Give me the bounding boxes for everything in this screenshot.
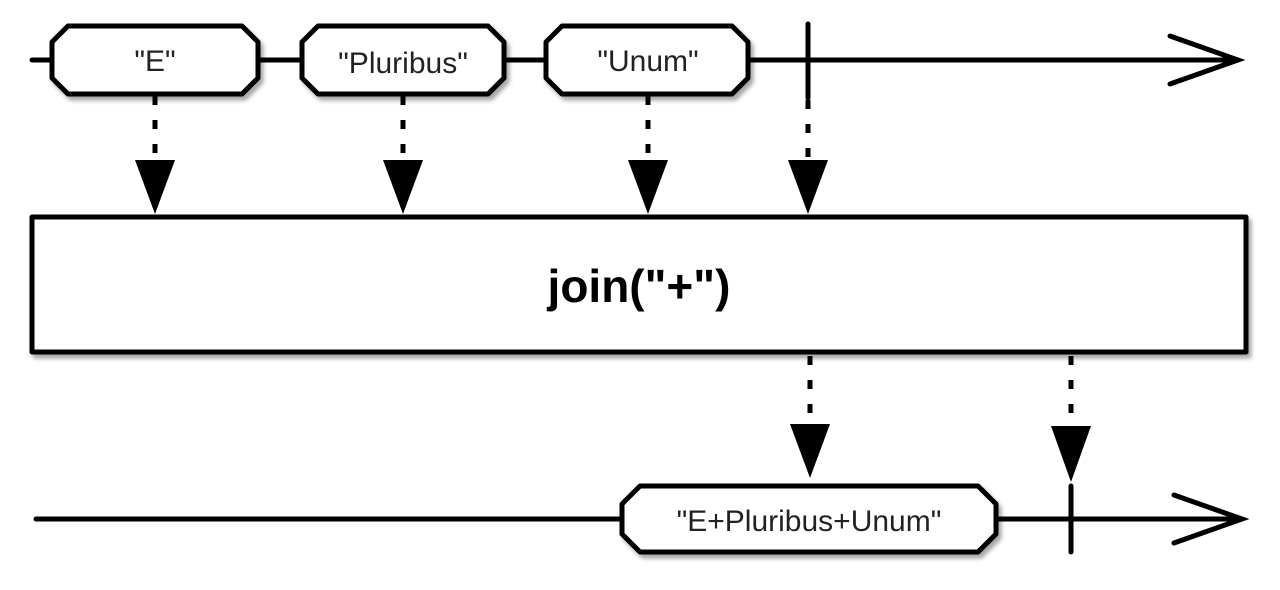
input-marble-shape: [543, 23, 751, 97]
input-marble-shape: [49, 23, 261, 97]
input-timeline: "E" "Pluribus" "Unum": [29, 21, 1246, 101]
down-arrow-icon: [628, 160, 668, 214]
output-marble-label: "E+Pluribus+Unum": [677, 505, 942, 538]
input-marble: [299, 23, 507, 97]
operator-box: join("+"): [29, 214, 1249, 355]
input-marble-shape: [299, 23, 507, 97]
down-arrow-icon: [790, 424, 830, 478]
input-marble: [49, 23, 261, 97]
down-arrow-icon: [1051, 426, 1091, 482]
output-timeline-arrow-icon: [1171, 492, 1250, 546]
input-marble-label: "Pluribus": [338, 47, 468, 80]
down-arrow-icon: [383, 160, 423, 214]
input-marble-label: "E": [134, 45, 175, 78]
operator-box-shape: [29, 214, 1249, 355]
output-marble: [619, 483, 999, 555]
output-connectors: [790, 356, 1091, 482]
output-marble-shape: [619, 483, 999, 555]
input-marble-label: "Unum": [597, 45, 698, 78]
input-timeline-arrow-icon: [1167, 33, 1246, 87]
output-timeline: "E+Pluribus+Unum": [33, 483, 1250, 555]
down-arrow-icon: [135, 160, 175, 214]
down-arrow-icon: [788, 160, 828, 214]
input-marble: [543, 23, 751, 97]
operator-label: join("+"): [547, 260, 731, 312]
input-connectors: [135, 96, 828, 214]
